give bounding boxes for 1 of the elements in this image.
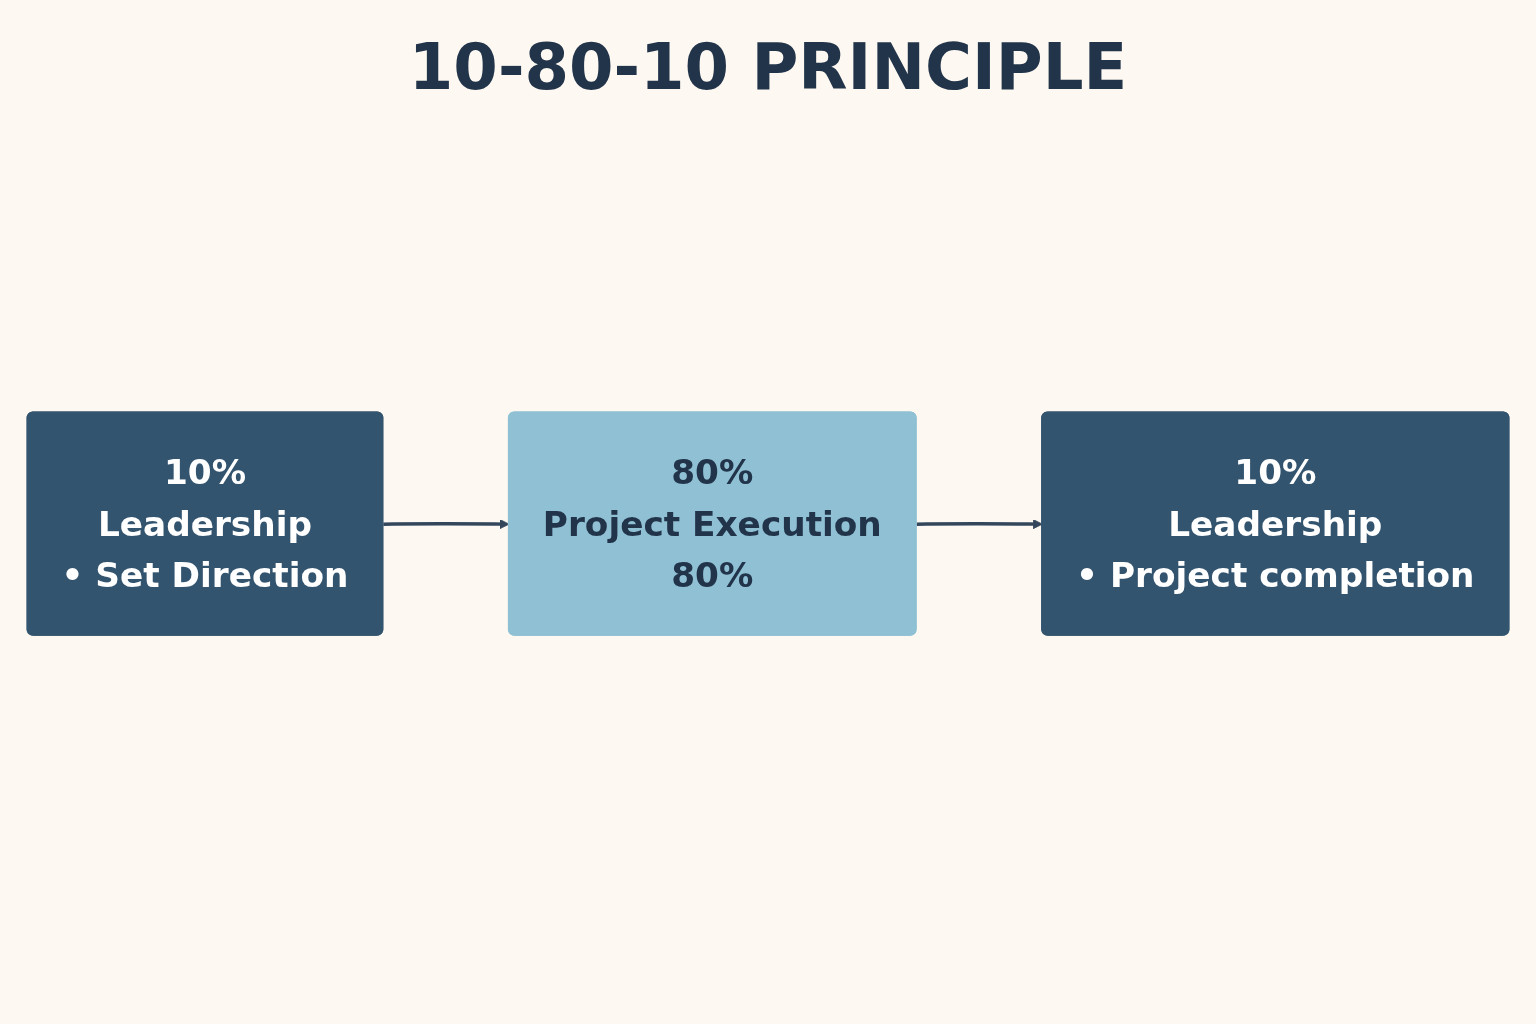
title: 10-80-10 PRINCIPLE [407,30,1129,104]
